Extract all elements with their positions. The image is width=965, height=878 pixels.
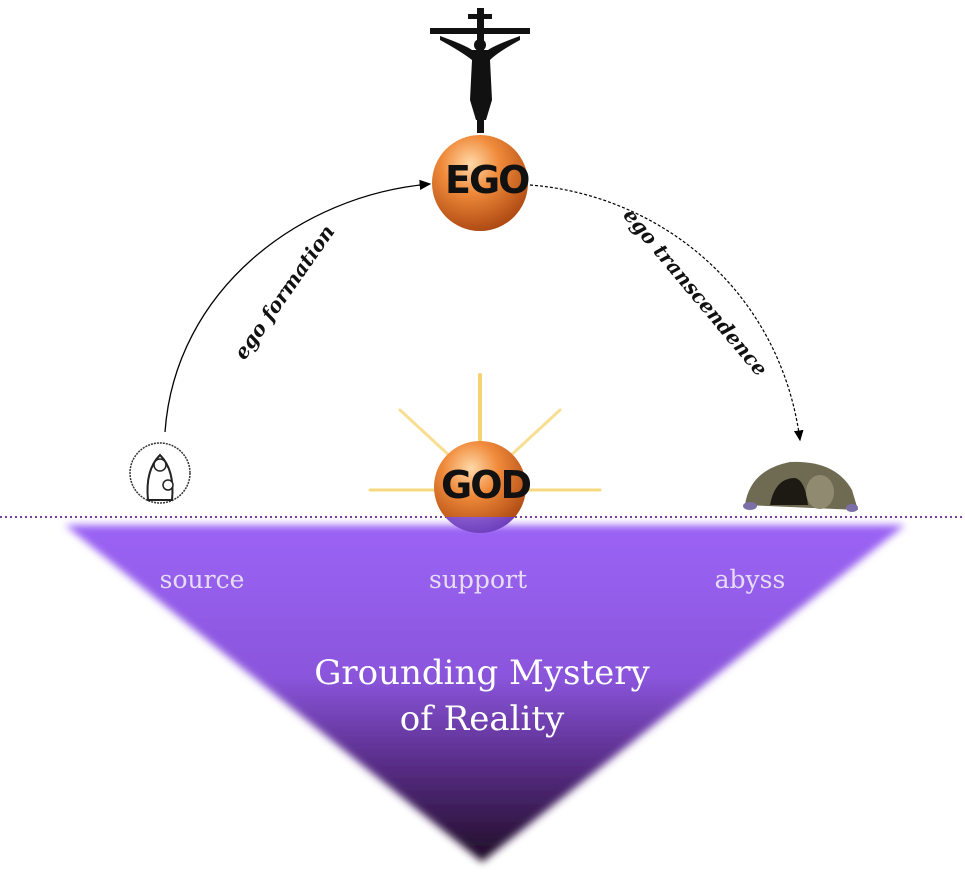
tomb-cave-icon: [743, 461, 858, 512]
ground-title-line1: Grounding Mystery: [314, 653, 650, 693]
god-sphere: [434, 441, 526, 533]
crucifix-icon: [430, 8, 530, 133]
ground-title-line2: of Reality: [399, 699, 565, 739]
god-label: GOD: [441, 463, 532, 507]
ego-transcendence-arrow: [529, 184, 804, 442]
abyss-label: abyss: [714, 565, 786, 594]
ego-formation-arrow: [164, 179, 432, 433]
madonna-icon: [129, 442, 191, 504]
ego-label: EGO: [445, 158, 530, 202]
source-label: source: [159, 565, 245, 594]
ego-sphere: [432, 135, 528, 231]
support-label: support: [429, 565, 527, 594]
ground-title: Grounding Mystery of Reality: [314, 650, 650, 742]
grounding-triangle: [65, 525, 905, 862]
